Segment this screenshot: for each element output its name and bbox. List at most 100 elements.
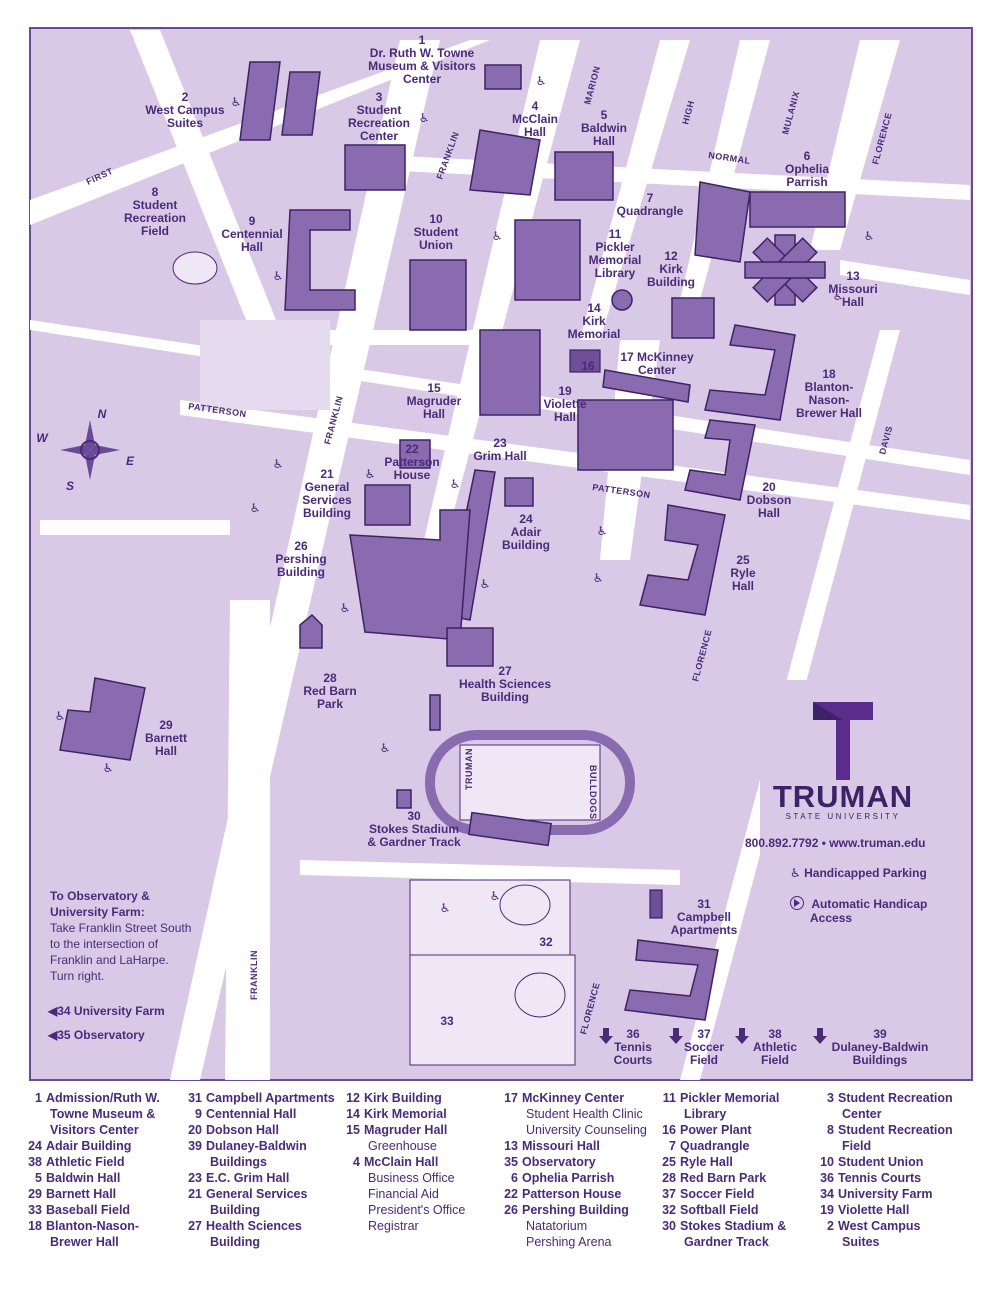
key-auto: Automatic Handicap Access (790, 896, 927, 925)
index-title: Kirk Memorial (364, 1107, 447, 1121)
bldg-1 (484, 64, 522, 90)
index-title-cont: Field (842, 1139, 872, 1153)
handicap-icon: ♿ (536, 74, 547, 88)
compass-e: E (126, 454, 135, 468)
bldg-4 (469, 129, 541, 196)
index-subentry: President's Office (368, 1203, 466, 1217)
key-handicapped-label: Handicapped Parking (804, 866, 927, 880)
handicap-icon: ♿ (833, 289, 844, 303)
bldg-22 (399, 439, 431, 469)
index-subentry: Pershing Arena (526, 1235, 612, 1249)
index-subentry: Student Health Clinic (526, 1107, 643, 1121)
handicap-icon: ♿ (380, 741, 391, 755)
index-title-cont: Suites (842, 1235, 880, 1249)
index-number: 17 (504, 1091, 518, 1105)
index-number: 38 (28, 1155, 42, 1169)
index-title: Patterson House (522, 1187, 622, 1201)
index-number: 39 (188, 1139, 202, 1153)
index-title: Baseball Field (46, 1203, 131, 1217)
index-title: Health Sciences (206, 1219, 302, 1233)
directions-line2: to the intersection of (50, 937, 159, 951)
bldg-11 (514, 219, 581, 301)
index-number: 13 (504, 1139, 518, 1153)
index-number: 11 (662, 1091, 676, 1105)
index-title: Softball Field (680, 1203, 759, 1217)
bldg-5 (554, 151, 614, 201)
index-entry: 13 Missouri Hall (498, 1138, 647, 1154)
bldg-25 (639, 504, 726, 616)
index-title: Violette Hall (838, 1203, 910, 1217)
directions-heading2: University Farm: (50, 905, 145, 919)
index-title: E.C. Grim Hall (206, 1171, 290, 1185)
handicap-icon: ♿ (593, 571, 604, 585)
handicap-icon: ♿ (440, 901, 451, 915)
index-title-cont: Library (684, 1107, 727, 1121)
index-subentry: Business Office (368, 1171, 455, 1185)
index-number: 30 (662, 1219, 676, 1233)
index-subentry: University Counseling (526, 1123, 647, 1137)
index-subentry: Natatorium (526, 1219, 588, 1233)
index-number: 7 (669, 1139, 676, 1153)
index-title: Magruder Hall (364, 1123, 448, 1137)
index-title-cont: Center (842, 1107, 882, 1121)
index-title: Admission/Ruth W. (46, 1091, 160, 1105)
handicap-icon: ♿ (490, 889, 501, 903)
index-title: Athletic Field (46, 1155, 125, 1169)
handicap-icon: ♿ (340, 601, 351, 615)
index-title-cont: Building (210, 1235, 260, 1249)
bldg-26 (349, 509, 471, 641)
handicap-icon: ♿ (365, 467, 376, 481)
index-title: Missouri Hall (522, 1139, 600, 1153)
index-number: 21 (188, 1187, 202, 1201)
bldg-12 (671, 297, 715, 339)
index-subentry: Registrar (368, 1219, 419, 1233)
index-title: McKinney Center (522, 1091, 625, 1105)
softball-diamond (499, 884, 551, 926)
key-auto-line1: Automatic Handicap (811, 897, 928, 911)
compass-w: W (36, 431, 49, 445)
directions-line1: Take Franklin Street South (50, 921, 192, 935)
index-title: West Campus (838, 1219, 921, 1233)
bldg-13 (744, 234, 826, 306)
index-number: 31 (188, 1091, 202, 1105)
index-title: Ryle Hall (680, 1155, 733, 1169)
observatory-direction: ◀35 Observatory (48, 1028, 145, 1042)
logo-tagline: STATE UNIVERSITY (785, 812, 901, 821)
handicap-icons: ♿ ♿ ♿ ♿ ♿ ♿ ♿ ♿ ♿ ♿ ♿ ♿ ♿ ♿ ♿ ♿ ♿ ♿ ♿ ♿ (55, 74, 875, 915)
handicap-icon: ♿ (273, 269, 284, 283)
index-number: 24 (28, 1139, 42, 1153)
index-number: 20 (188, 1123, 202, 1137)
index-title: Quadrangle (680, 1139, 750, 1153)
